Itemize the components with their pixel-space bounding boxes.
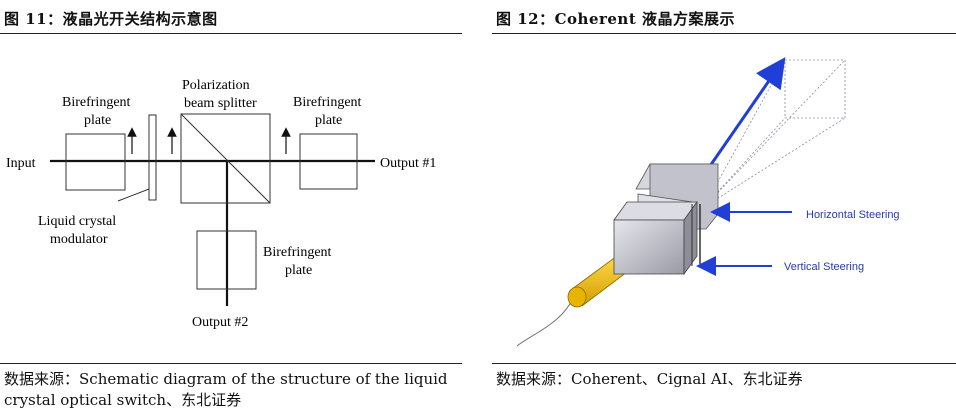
pbs-label-line1: Polarization <box>182 78 250 93</box>
lc-device <box>613 163 719 276</box>
figure-11-bottom-rule <box>0 363 462 364</box>
input-label: Input <box>6 156 36 171</box>
polarization-beam-splitter <box>180 113 271 204</box>
horizontal-steering-label: Horizontal Steering <box>806 209 900 221</box>
figure-12-top-rule <box>492 33 956 34</box>
figure-12-bottom-rule <box>492 363 956 364</box>
birefringent-plate-1 <box>65 133 126 191</box>
bire1-label-line1: Birefringent <box>62 95 131 110</box>
figure-11-title: 图 11：液晶光开关结构示意图 <box>4 10 218 28</box>
lcm-pointer-line <box>117 188 150 202</box>
bire2-label-line1: Birefringent <box>293 95 362 110</box>
lc-switch-diagram: Input Output #1 Output #2 Polarization b… <box>6 78 436 330</box>
figure-11-top-rule <box>0 33 462 34</box>
lcm-label-line1: Liquid crystal <box>38 214 116 229</box>
output1-label: Output #1 <box>380 156 436 171</box>
lcm-label-line2: modulator <box>50 232 108 247</box>
steering-projection <box>703 59 846 208</box>
output2-label: Output #2 <box>192 315 248 330</box>
pbs-diagonal <box>180 113 271 204</box>
fiber-wire <box>516 295 575 347</box>
figure-12-source-label: 数据来源： <box>496 370 572 388</box>
figure-12-source-text: Coherent、Cignal AI、东北证券 <box>571 370 803 388</box>
pbs-label-line2: beam splitter <box>184 96 257 111</box>
coherent-lc-illustration: Horizontal Steering Vertical Steering <box>516 57 900 347</box>
liquid-crystal-modulator <box>148 114 157 201</box>
figure-11-source: 数据来源：Schematic diagram of the structure … <box>4 369 462 411</box>
figure-12-source: 数据来源：Coherent、Cignal AI、东北证券 <box>496 369 956 390</box>
figure-11-source-label: 数据来源： <box>4 370 80 388</box>
figure-11-source-text: Schematic diagram of the structure of th… <box>4 370 448 409</box>
birefringent-plate-2 <box>299 133 358 190</box>
bire3-label-line2: plate <box>285 263 312 278</box>
bire3-label-line1: Birefringent <box>263 245 332 260</box>
vertical-steering-label: Vertical Steering <box>784 261 864 273</box>
bire2-label-line2: plate <box>315 113 342 128</box>
bire1-label-line2: plate <box>84 113 111 128</box>
figure-12-title: 图 12：Coherent 液晶方案展示 <box>496 10 735 28</box>
birefringent-plate-3 <box>196 230 257 290</box>
